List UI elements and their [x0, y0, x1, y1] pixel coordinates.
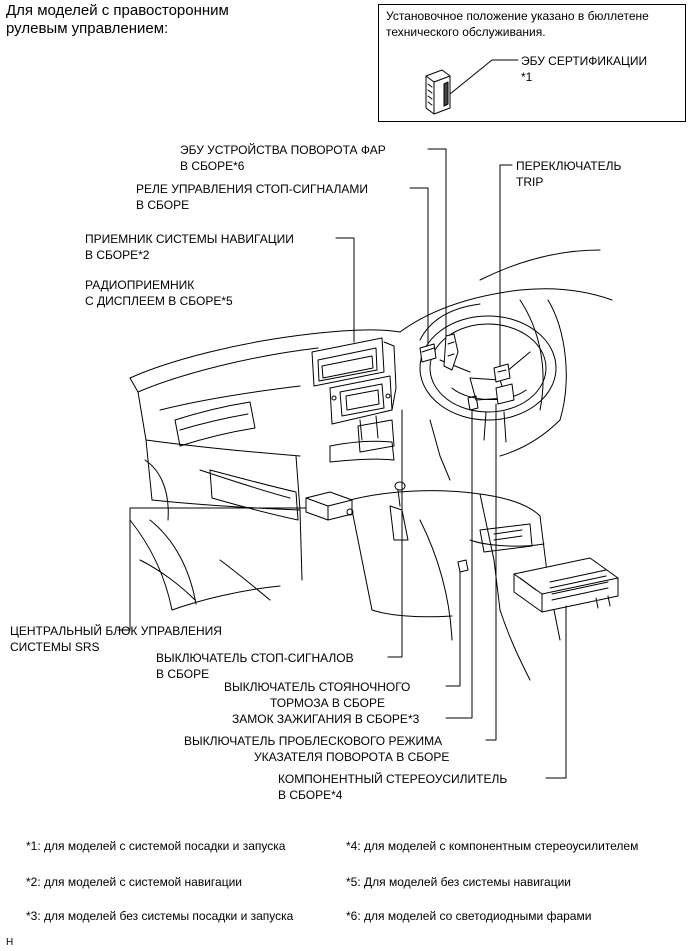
footnote-1: *1: для моделей с системой посадки и зап…	[26, 839, 286, 853]
label-hazard-switch-2: УКАЗАТЕЛЯ ПОВОРОТА В СБОРЕ	[254, 750, 450, 764]
label-radio-receiver-1: РАДИОПРИЕМНИК	[85, 278, 195, 292]
footnote-5: *5: Для моделей без системы навигации	[346, 875, 571, 889]
label-parking-brake-switch-2: ТОРМОЗА В СБОРЕ	[270, 696, 385, 710]
srs-center-unit	[305, 491, 354, 521]
leader-hazard-switch	[485, 403, 497, 741]
trip-switch	[493, 363, 511, 383]
headlamp-swivel-ecu	[443, 333, 459, 371]
leader-certification-ecu	[449, 59, 519, 95]
leader-stop-lamp-relay	[409, 187, 429, 345]
certification-ecu-icon	[425, 69, 451, 115]
footnote-4: *4: для моделей с компонентным стереоуси…	[346, 839, 639, 853]
stop-lamp-relay	[419, 343, 437, 363]
label-stop-lamp-relay-1: РЕЛЕ УПРАВЛЕНИЯ СТОП-СИГНАЛАМИ	[136, 182, 368, 196]
label-stop-lamp-relay-2: В СБОРЕ	[136, 198, 190, 212]
label-srs-center-unit-1: ЦЕНТРАЛЬНЫЙ БЛОК УПРАВЛЕНИЯ	[10, 624, 222, 638]
label-parking-brake-switch-1: ВЫКЛЮЧАТЕЛЬ СТОЯНОЧНОГО	[224, 680, 411, 694]
inset-label-line-2: *1	[521, 70, 533, 84]
footnote-3: *3: для моделей без системы посадки и за…	[26, 909, 294, 923]
header-line-2: рулевым управлением:	[6, 20, 169, 37]
label-trip-switch-1: ПЕРЕКЛЮЧАТЕЛЬ	[516, 159, 622, 173]
leader-trip-switch	[499, 164, 513, 367]
leader-stop-lamp-switch	[387, 409, 403, 658]
leader-navigation-receiver	[335, 237, 355, 343]
label-navigation-receiver-1: ПРИЕМНИК СИСТЕМЫ НАВИГАЦИИ	[85, 232, 294, 246]
label-stereo-amplifier-2: В СБОРЕ*4	[278, 788, 343, 802]
label-navigation-receiver-2: В СБОРЕ*2	[85, 248, 150, 262]
windshield-area	[399, 249, 613, 481]
footnote-6: *6: для моделей со светодиодными фарами	[346, 909, 592, 923]
inset-note-line-2: технического обслуживания.	[386, 25, 546, 39]
inset-box	[378, 4, 686, 122]
leader-lines	[117, 148, 567, 779]
stereo-amplifier	[513, 557, 619, 613]
label-stop-lamp-switch-1: ВЫКЛЮЧАТЕЛЬ СТОП-СИГНАЛОВ	[156, 651, 354, 665]
inset-note-line-1: Установочное положение указано в бюллете…	[386, 9, 649, 23]
steering-wheel	[419, 303, 557, 443]
corner-mark: H	[6, 937, 14, 948]
label-hazard-switch-1: ВЫКЛЮЧАТЕЛЬ ПРОБЛЕСКОВОГО РЕЖИМА	[184, 734, 443, 748]
label-radio-receiver-2: С ДИСПЛЕЕМ В СБОРЕ*5	[85, 294, 233, 308]
leader-stereo-amplifier	[545, 605, 567, 779]
label-stop-lamp-switch-2: В СБОРЕ	[156, 667, 210, 681]
label-trip-switch-2: TRIP	[516, 175, 544, 189]
label-srs-center-unit-2: СИСТЕМЫ SRS	[10, 640, 100, 654]
header-line-1: Для моделей с правосторонним	[6, 2, 229, 19]
leader-ignition-lock	[445, 409, 473, 719]
dashboard-body	[129, 329, 401, 611]
label-stereo-amplifier-1: КОМПОНЕНТНЫЙ СТЕРЕОУСИЛИТЕЛЬ	[278, 772, 508, 786]
ignition-lock-area	[467, 383, 515, 411]
inset-label-line-1: ЭБУ СЕРТИФИКАЦИИ	[521, 54, 648, 68]
center-head-unit	[311, 337, 397, 453]
leader-parking-brake-switch	[445, 571, 461, 687]
parking-brake-switch	[457, 559, 469, 573]
footnote-2: *2: для моделей с системой навигации	[26, 875, 242, 889]
label-ignition-lock: ЗАМОК ЗАЖИГАНИЯ В СБОРЕ*3	[232, 712, 420, 726]
label-headlamp-swivel-ecu-2: В СБОРЕ*6	[180, 159, 245, 173]
leader-srs-center-unit	[117, 507, 307, 631]
leader-headlamp-swivel-ecu	[427, 148, 447, 337]
label-headlamp-swivel-ecu-1: ЭБУ УСТРОЙСТВА ПОВОРОТА ФАР	[180, 143, 386, 157]
